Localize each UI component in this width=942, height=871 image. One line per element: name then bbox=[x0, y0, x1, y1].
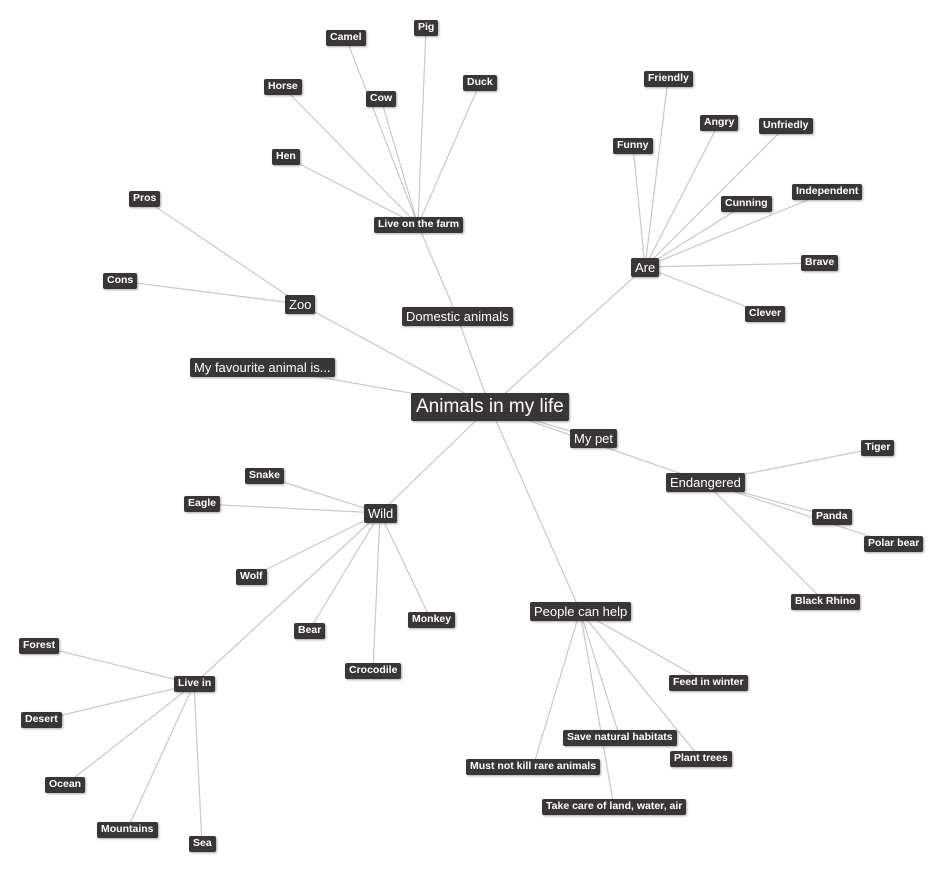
topic-funny[interactable]: Funny bbox=[613, 138, 653, 154]
topic-panda[interactable]: Panda bbox=[812, 509, 852, 525]
connector-are-to-angry bbox=[644, 122, 720, 268]
connector-are-to-funny bbox=[632, 145, 646, 268]
connector-wild-to-crocodile bbox=[372, 512, 381, 672]
topic-cow[interactable]: Cow bbox=[366, 91, 397, 107]
connector-are-to-brave bbox=[644, 262, 820, 268]
topic-monkey[interactable]: Monkey bbox=[408, 612, 456, 628]
connector-people-can-help-to-must-not-kill-rare-animals bbox=[532, 610, 581, 768]
topic-cons[interactable]: Cons bbox=[103, 273, 138, 289]
central-topic[interactable]: Animals in my life bbox=[411, 393, 569, 421]
connector-live-on-the-farm-to-horse bbox=[282, 86, 419, 226]
topic-plant-trees[interactable]: Plant trees bbox=[670, 751, 732, 767]
connector-domestic-animals-to-live-on-the-farm bbox=[417, 224, 458, 317]
connector-live-in-to-mountains bbox=[126, 683, 195, 831]
connector-endangered-to-polar-bear bbox=[704, 481, 894, 545]
topic-polar-bear[interactable]: Polar bear bbox=[864, 536, 924, 552]
topic-pig[interactable]: Pig bbox=[414, 20, 439, 36]
topic-bear[interactable]: Bear bbox=[294, 623, 326, 639]
connector-people-can-help-to-take-care-of-land-water-air bbox=[579, 610, 615, 808]
connector-wild-to-wolf bbox=[250, 512, 381, 578]
topic-independent[interactable]: Independent bbox=[792, 184, 863, 200]
topic-endangered[interactable]: Endangered bbox=[666, 473, 745, 492]
topic-live-on-the-farm[interactable]: Live on the farm bbox=[374, 217, 464, 233]
connector-live-in-to-desert bbox=[40, 683, 195, 721]
topic-my-pet[interactable]: My pet bbox=[570, 429, 618, 448]
topic-unfriedly[interactable]: Unfriedly bbox=[759, 118, 813, 134]
topic-tiger[interactable]: Tiger bbox=[861, 440, 895, 456]
connector-root-to-people-can-help bbox=[489, 406, 581, 612]
connector-live-in-to-sea bbox=[193, 683, 203, 845]
topic-black-rhino[interactable]: Black Rhino bbox=[791, 594, 860, 610]
topic-must-not-kill-rare-animals[interactable]: Must not kill rare animals bbox=[466, 759, 601, 775]
topic-feed-in-winter[interactable]: Feed in winter bbox=[669, 675, 748, 691]
topic-desert[interactable]: Desert bbox=[21, 712, 62, 728]
connector-wild-to-monkey bbox=[379, 512, 432, 621]
connector-zoo-to-pros bbox=[143, 198, 301, 305]
connector-wild-to-live-in bbox=[193, 512, 381, 685]
topic-mountains[interactable]: Mountains bbox=[97, 822, 158, 838]
connector-people-can-help-to-feed-in-winter bbox=[579, 610, 709, 684]
topic-hen[interactable]: Hen bbox=[272, 149, 300, 165]
connector-people-can-help-to-plant-trees bbox=[579, 610, 702, 760]
connector-root-to-domestic-animals bbox=[456, 315, 491, 408]
topic-pros[interactable]: Pros bbox=[129, 191, 161, 207]
topic-brave[interactable]: Brave bbox=[801, 255, 839, 271]
connector-are-to-independent bbox=[644, 191, 828, 268]
topic-save-natural-habitats[interactable]: Save natural habitats bbox=[563, 730, 677, 746]
topic-zoo[interactable]: Zoo bbox=[285, 295, 316, 314]
topic-cunning[interactable]: Cunning bbox=[721, 196, 772, 212]
topic-domestic-animals[interactable]: Domestic animals bbox=[402, 307, 513, 326]
connector-zoo-to-cons bbox=[119, 280, 301, 305]
topic-take-care-of-land-water-air[interactable]: Take care of land, water, air bbox=[542, 799, 687, 815]
topic-my-favourite-animal[interactable]: My favourite animal is... bbox=[190, 358, 335, 377]
connector-are-to-unfriedly bbox=[644, 125, 787, 268]
connector-are-to-friendly bbox=[644, 78, 669, 268]
topic-friendly[interactable]: Friendly bbox=[644, 71, 693, 87]
topic-are[interactable]: Are bbox=[631, 258, 660, 277]
topic-ocean[interactable]: Ocean bbox=[45, 777, 86, 793]
topic-forest[interactable]: Forest bbox=[19, 638, 60, 654]
connector-live-on-the-farm-to-duck bbox=[417, 82, 481, 226]
topic-duck[interactable]: Duck bbox=[463, 75, 497, 91]
connector-root-to-wild bbox=[379, 406, 491, 514]
topic-eagle[interactable]: Eagle bbox=[184, 496, 221, 512]
topic-crocodile[interactable]: Crocodile bbox=[345, 663, 402, 679]
topic-horse[interactable]: Horse bbox=[264, 79, 302, 95]
topic-wild[interactable]: Wild bbox=[364, 504, 398, 523]
connector-live-on-the-farm-to-pig bbox=[417, 27, 427, 226]
connector-root-to-zoo bbox=[299, 303, 491, 408]
connector-root-to-are bbox=[489, 266, 646, 408]
topic-camel[interactable]: Camel bbox=[326, 30, 366, 46]
connector-wild-to-bear bbox=[308, 512, 381, 632]
connector-live-on-the-farm-to-hen bbox=[285, 156, 419, 226]
topic-sea[interactable]: Sea bbox=[189, 836, 216, 852]
topic-angry[interactable]: Angry bbox=[700, 115, 739, 131]
connector-are-to-cunning bbox=[644, 203, 747, 268]
connector-people-can-help-to-save-natural-habitats bbox=[579, 610, 621, 739]
topic-snake[interactable]: Snake bbox=[245, 468, 284, 484]
topic-live-in[interactable]: Live in bbox=[174, 676, 216, 692]
topic-wolf[interactable]: Wolf bbox=[236, 569, 267, 585]
connector-live-on-the-farm-to-camel bbox=[345, 37, 419, 226]
topic-people-can-help[interactable]: People can help bbox=[530, 602, 632, 621]
connector-live-in-to-ocean bbox=[64, 683, 195, 786]
connector-live-on-the-farm-to-cow bbox=[380, 98, 419, 226]
connector-endangered-to-black-rhino bbox=[704, 481, 826, 603]
topic-clever[interactable]: Clever bbox=[745, 306, 786, 322]
connector-live-in-to-forest bbox=[38, 645, 195, 685]
connector-wild-to-eagle bbox=[201, 503, 381, 514]
